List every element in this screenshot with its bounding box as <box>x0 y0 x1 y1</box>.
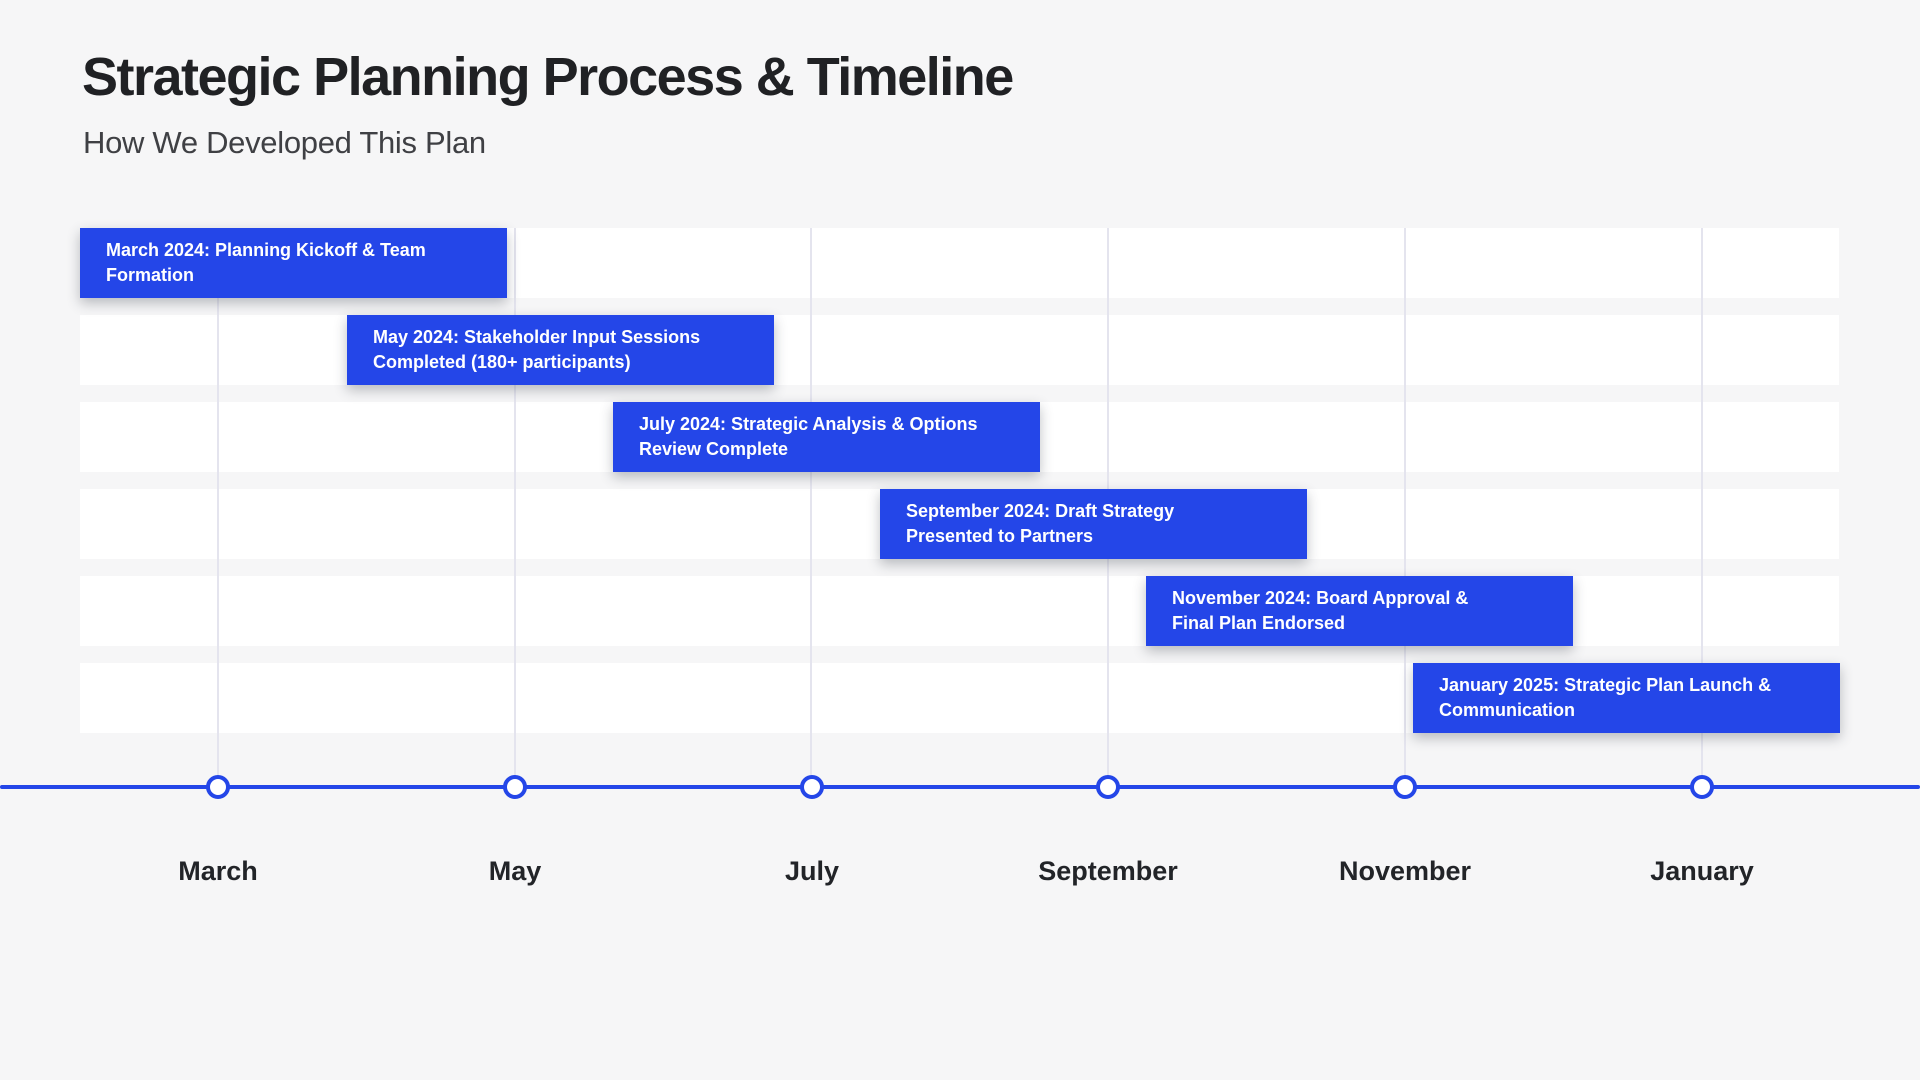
timeline-axis-line <box>0 785 1920 789</box>
milestone-bar-text: Communication <box>1439 700 1576 720</box>
milestone-bar-text: September 2024: Draft Strategy <box>906 501 1175 521</box>
gridline-november <box>1404 228 1406 787</box>
gridline-march <box>217 228 219 787</box>
gridline-july <box>810 228 812 787</box>
milestone-bar-september: September 2024: Draft Strategy Presented… <box>880 489 1307 559</box>
axis-tick-marker-november <box>1393 775 1417 799</box>
milestone-bar-text: Final Plan Endorsed <box>1172 613 1346 633</box>
axis-tick-marker-january <box>1690 775 1714 799</box>
axis-tick-label: September <box>1038 856 1178 886</box>
milestone-bar-november: November 2024: Board Approval & Final Pl… <box>1146 576 1573 646</box>
axis-tick-label: March <box>178 856 258 886</box>
row-band <box>80 576 1839 646</box>
page-title: Strategic Planning Process & Timeline <box>82 47 1014 107</box>
page-subtitle: How We Developed This Plan <box>83 125 486 160</box>
milestone-bar-text: Presented to Partners <box>906 526 1094 546</box>
milestone-bar-text: May 2024: Stakeholder Input Sessions <box>373 327 701 347</box>
axis-tick-label: July <box>784 856 840 886</box>
milestone-bar-text: Completed (180+ participants) <box>373 352 631 372</box>
milestone-bar-text: Review Complete <box>639 439 789 459</box>
axis-tick-marker-september <box>1096 775 1120 799</box>
axis-tick-label: May <box>488 856 542 886</box>
milestone-bar-text: November 2024: Board Approval & <box>1172 588 1469 608</box>
milestone-bar-text: January 2025: Strategic Plan Launch & <box>1439 675 1772 695</box>
milestone-bar-january: January 2025: Strategic Plan Launch & Co… <box>1413 663 1840 733</box>
axis-tick-marker-march <box>206 775 230 799</box>
milestone-bar-text: March 2024: Planning Kickoff & Team <box>106 240 426 260</box>
milestone-bar-march: March 2024: Planning Kickoff & Team Form… <box>80 228 507 298</box>
axis-tick-marker-may <box>503 775 527 799</box>
row-band <box>80 315 1839 385</box>
axis-tick-label: November <box>1338 856 1472 886</box>
gridline-january <box>1701 228 1703 787</box>
axis-tick-marker-july <box>800 775 824 799</box>
milestone-bar-text: July 2024: Strategic Analysis & Options <box>639 414 978 434</box>
milestone-bar-july: July 2024: Strategic Analysis & Options … <box>613 402 1040 472</box>
milestone-bar-may: May 2024: Stakeholder Input Sessions Com… <box>347 315 774 385</box>
axis-tick-label: January <box>1650 856 1754 886</box>
gridline-may <box>514 228 516 787</box>
milestone-bar-text: Formation <box>106 265 194 285</box>
